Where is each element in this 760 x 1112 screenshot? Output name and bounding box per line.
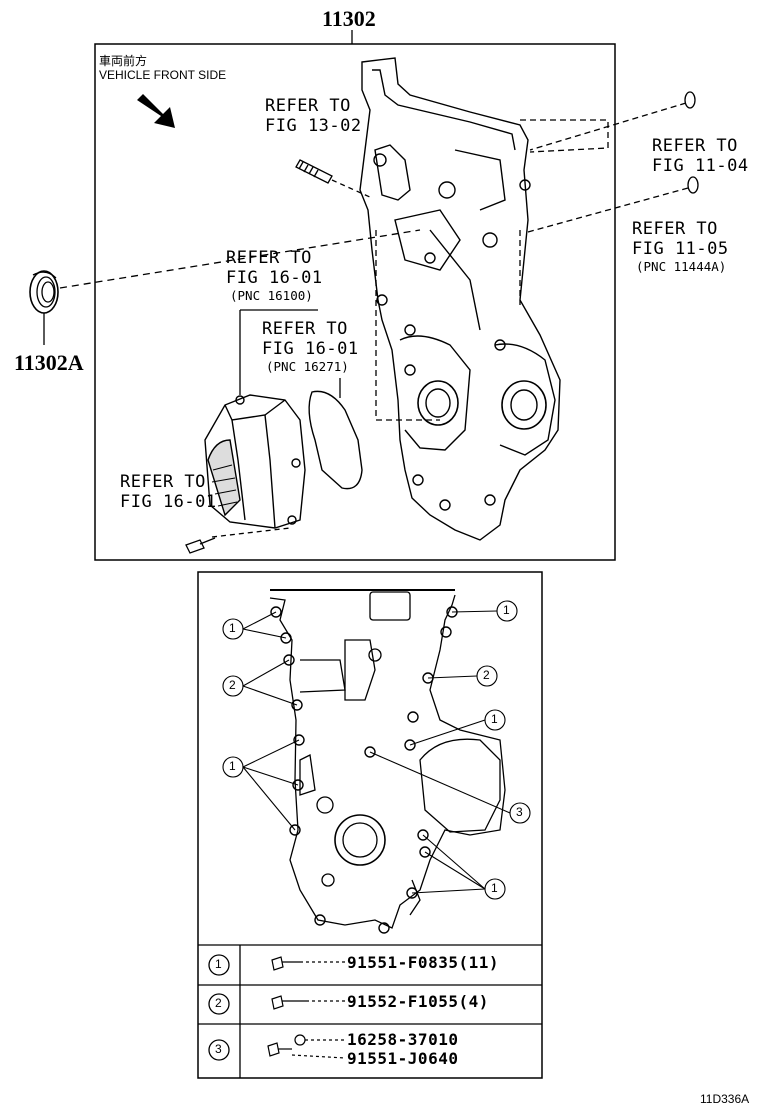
marker-2-right: 2	[483, 668, 490, 682]
callout-fig11-04-line1[interactable]: REFER TO	[652, 136, 738, 156]
table-bolt-icons	[267, 956, 346, 1059]
table-key-3: 3	[215, 1042, 222, 1056]
callout-fig16-01a-line2[interactable]: FIG 16-01	[226, 268, 323, 288]
marker-1-right-mid: 1	[491, 712, 498, 726]
water-pump-drawing	[204, 394, 306, 529]
marker-1-left-top: 1	[229, 621, 236, 635]
table-part-16258-37010[interactable]: 16258-37010	[347, 1030, 459, 1049]
detail-cover-drawing	[269, 589, 506, 929]
o-ring-icon	[687, 176, 699, 194]
marker-2-left: 2	[229, 678, 236, 692]
callout-fig16-01a-line1[interactable]: REFER TO	[226, 248, 312, 268]
table-part-91551-J0640[interactable]: 91551-J0640	[347, 1049, 459, 1068]
front-arrow-icon	[137, 94, 175, 128]
callout-fig11-05-line2[interactable]: FIG 11-05	[632, 239, 729, 259]
front-side-en-label: VEHICLE FRONT SIDE	[99, 68, 227, 82]
marker-1-right-bottom: 1	[491, 881, 498, 895]
callout-fig11-05-pnc: (PNC 11444A)	[636, 259, 727, 274]
callout-fig13-02-line1[interactable]: REFER TO	[265, 96, 351, 116]
lower-frame	[197, 571, 543, 1079]
o-ring-icon	[684, 91, 696, 109]
callout-fig11-05-line1[interactable]: REFER TO	[632, 219, 718, 239]
table-key-2: 2	[215, 996, 222, 1010]
front-side-jp-label: 車両前方	[99, 54, 148, 68]
pump-bolt-icon	[185, 537, 216, 554]
callout-fig16-01c-line1[interactable]: REFER TO	[120, 472, 206, 492]
seal-part-number[interactable]: 11302A	[14, 350, 84, 375]
callout-fig13-02-line2[interactable]: FIG 13-02	[265, 116, 362, 136]
main-part-number[interactable]: 11302	[322, 6, 376, 31]
pump-gasket-drawing	[308, 390, 363, 490]
callout-fig16-01b-line2[interactable]: FIG 16-01	[262, 339, 359, 359]
bolt-hole-icons	[270, 606, 458, 934]
callout-fig16-01a-pnc: (PNC 16100)	[230, 288, 313, 303]
callout-fig16-01b-pnc: (PNC 16271)	[266, 359, 349, 374]
callout-fig16-01c-line2[interactable]: FIG 16-01	[120, 492, 217, 512]
table-part-91551-F0835[interactable]: 91551-F0835(11)	[347, 953, 499, 972]
callout-fig16-01b-line1[interactable]: REFER TO	[262, 319, 348, 339]
stud-bolt-icon	[295, 159, 333, 184]
marker-3-right: 3	[516, 805, 523, 819]
timing-cover-drawing	[359, 57, 561, 541]
parts-table-grid	[198, 944, 542, 1078]
figure-code: 11D336A	[700, 1092, 750, 1106]
table-part-91552-F1055[interactable]: 91552-F1055(4)	[347, 992, 489, 1011]
marker-1-right-top: 1	[503, 603, 510, 617]
marker-leaders	[222, 600, 531, 900]
marker-1-left-mid: 1	[229, 759, 236, 773]
table-key-1: 1	[215, 957, 222, 971]
upper-frame	[94, 43, 616, 561]
callout-fig11-04-line2[interactable]: FIG 11-04	[652, 156, 749, 176]
oil-seal-icon	[29, 270, 59, 314]
